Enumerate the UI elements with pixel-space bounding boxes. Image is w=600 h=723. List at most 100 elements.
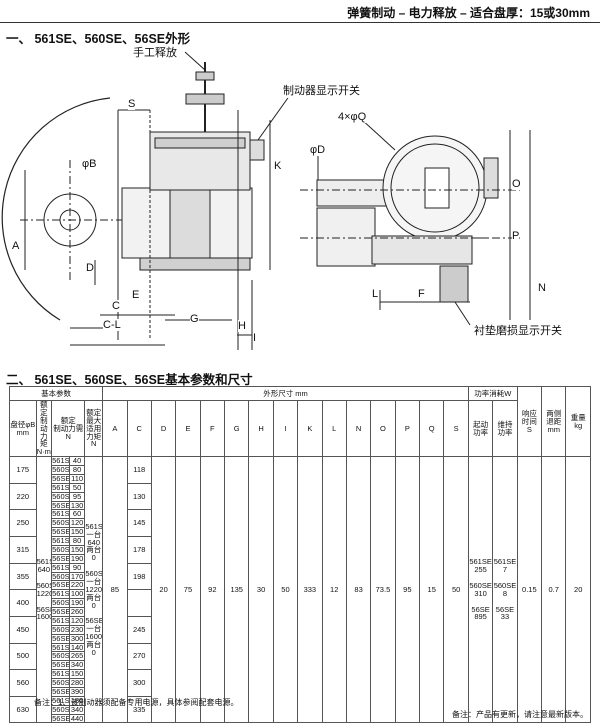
cell-C: 178 <box>126 536 152 564</box>
cell-F: 92 <box>199 456 226 723</box>
group-power: 功率消耗W <box>467 386 518 401</box>
cell-response: 0.15 <box>516 456 543 723</box>
cell-dia: 450 <box>9 615 37 644</box>
col-response: 响应 时间 S <box>516 385 543 458</box>
col-E: E <box>175 399 201 458</box>
cell-force: 150 <box>68 544 86 555</box>
cell-type: 561SE <box>51 669 70 679</box>
cell-force: 390 <box>68 686 86 697</box>
cell-dia: 315 <box>9 536 37 564</box>
col-P: P <box>394 399 421 458</box>
note-left: 备注：1、该制动器须配备专用电源，具体参阅配套电源。 <box>34 698 239 707</box>
cell-C <box>126 589 152 617</box>
table-row: 630561SE180335 <box>9 695 591 723</box>
table-row: 400 561SE100 <box>9 589 591 617</box>
cell-type: 561SE <box>51 536 70 546</box>
col-force: 额定 制动力需 N <box>51 399 86 458</box>
cell-force: 150 <box>68 527 86 537</box>
cell-type: 56SE <box>51 713 70 723</box>
cell-type: 561SE <box>51 456 70 466</box>
cell-type: 560SE <box>51 465 70 475</box>
col-D: D <box>150 399 177 458</box>
cell-A: 85 <box>102 456 128 723</box>
col-torque: 额定 制动力矩 N·m <box>35 399 53 458</box>
cell-C: 300 <box>126 669 152 697</box>
page-header-title: 弹簧制动 – 电力释放 – 适合盘厚：15或30mm <box>347 6 590 20</box>
cell-hold-power: 561SE 7 560SE 8 56SE 33 <box>492 456 518 723</box>
col-Q: Q <box>419 399 445 458</box>
cell-type: 560SE <box>51 518 70 529</box>
cell-force: 265 <box>68 651 86 662</box>
cell-type: 56SE <box>51 553 70 564</box>
dim-G: G <box>190 313 199 325</box>
cell-C: 335 <box>126 695 152 723</box>
cell-type: 560SE <box>51 544 70 555</box>
cell-force: 130 <box>68 500 86 511</box>
dim-D: D <box>86 262 94 274</box>
col-L: L <box>321 399 347 458</box>
cell-force: 60 <box>68 509 86 520</box>
cell-dia: 560 <box>9 669 37 697</box>
cell-D: 20 <box>150 456 177 723</box>
cell-type: 560SE <box>51 624 70 635</box>
col-I: I <box>272 399 299 458</box>
cell-type: 560SE <box>51 678 70 688</box>
dim-N: N <box>538 282 546 294</box>
brake-outline-drawing <box>1 51 531 350</box>
col-H: H <box>248 399 274 458</box>
cell-dia: 250 <box>9 509 37 537</box>
cell-type: 56SE <box>51 607 70 617</box>
col-dia: 盘径φB mm <box>9 399 37 458</box>
dim-L: L <box>372 288 379 300</box>
cell-type: 560SE <box>51 598 70 608</box>
dim-F: F <box>418 288 425 300</box>
table-row: 250561SE60145 <box>9 509 591 537</box>
cell-Q: 15 <box>419 456 445 723</box>
cell-dia: 400 <box>9 589 37 617</box>
dim-O: O <box>512 178 521 190</box>
col-start-power: 起动 功率 <box>467 399 494 458</box>
cell-force: 300 <box>68 633 86 644</box>
cell-C: 245 <box>126 615 152 644</box>
cell-force: 190 <box>68 553 86 564</box>
cell-G: 135 <box>224 456 250 723</box>
cell-type: 560SE <box>51 651 70 662</box>
cell-dia: 630 <box>9 695 37 723</box>
cell-force: 110 <box>68 473 86 484</box>
brake-switch-label: 制动器显示开关 <box>283 82 360 98</box>
dim-E: E <box>132 289 140 301</box>
cell-E: 75 <box>175 456 201 723</box>
section1-title: 一、 561SE、560SE、56SE外形 <box>6 32 191 46</box>
cell-force: 220 <box>68 580 86 591</box>
col-gap: 两侧 退距 mm <box>541 385 567 458</box>
table-row: 450561SE120245 <box>9 615 591 644</box>
col-hold-power: 维持 功率 <box>492 399 518 458</box>
cell-S: 50 <box>443 456 469 723</box>
col-S: S <box>443 399 469 458</box>
cell-force: 140 <box>68 642 86 653</box>
cell-type: 56SE <box>51 473 70 484</box>
cell-force: 100 <box>68 589 86 600</box>
col-C: C <box>126 399 152 458</box>
col-N: N <box>345 399 372 458</box>
cell-type: 56SE <box>51 686 70 697</box>
cell-C: 130 <box>126 482 152 511</box>
cell-L: 12 <box>321 456 347 723</box>
col-weight: 重量 kg <box>565 385 591 458</box>
cell-type: 56SE <box>51 527 70 537</box>
cell-C: 270 <box>126 642 152 671</box>
dim-phiD: φD <box>310 144 326 156</box>
cell-force: 440 <box>68 713 86 723</box>
cell-force: 190 <box>68 598 86 608</box>
dim-hole: 4×φQ <box>338 111 367 123</box>
cell-weight: 20 <box>565 456 591 723</box>
col-G: G <box>224 399 250 458</box>
col-F: F <box>199 399 226 458</box>
col-A: A <box>102 399 128 458</box>
cell-force: 170 <box>68 571 86 582</box>
cell-force: 340 <box>68 660 86 671</box>
col-O: O <box>370 399 396 458</box>
cell-type: 561SE <box>51 482 70 493</box>
parameters-table: 基本参数 外形尺寸 mm 功率消耗W 响应 时间 S 两侧 退距 mm 重量 k… <box>8 385 591 723</box>
cell-type: 561SE <box>51 589 70 600</box>
